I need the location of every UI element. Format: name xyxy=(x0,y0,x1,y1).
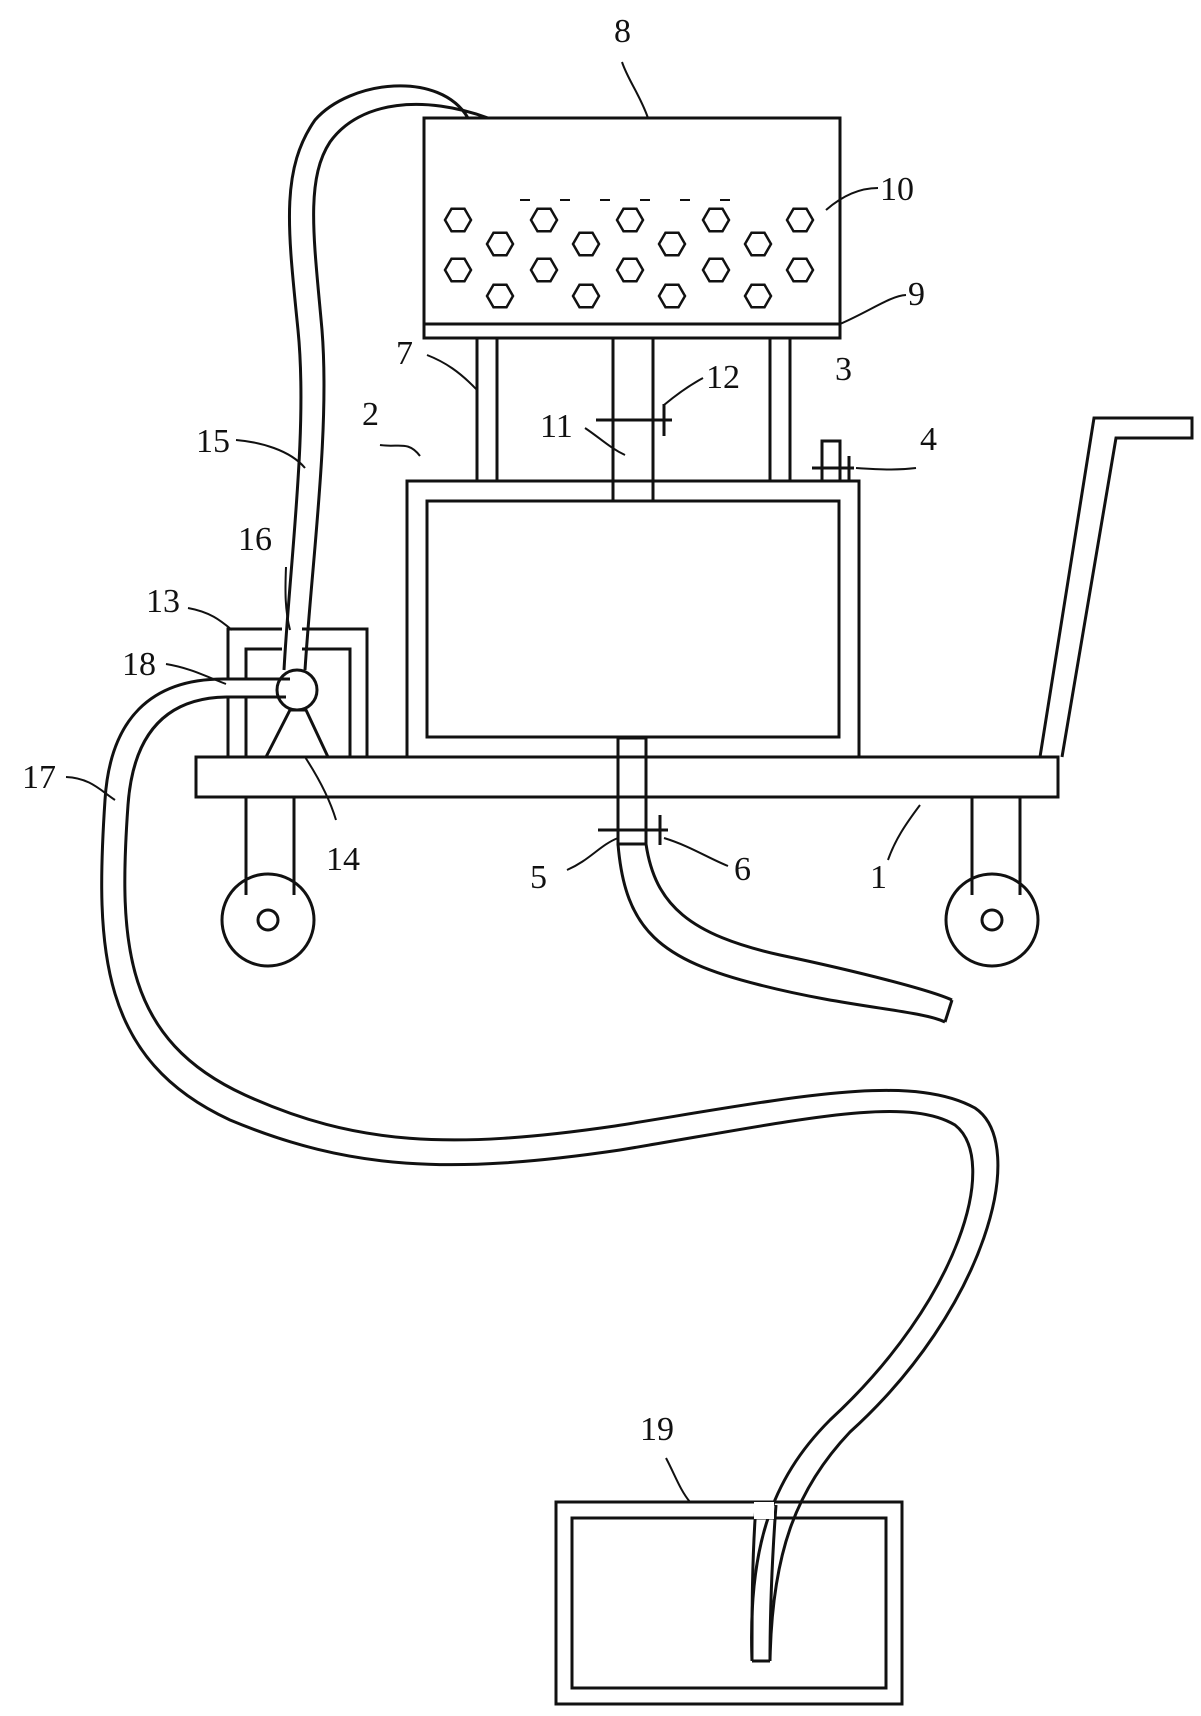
label-8: 8 xyxy=(614,13,631,50)
hex-particle xyxy=(485,231,515,257)
hex-particle xyxy=(701,207,731,233)
hex-particle xyxy=(615,257,645,283)
label-2: 2 xyxy=(362,396,379,433)
connecting-pipe xyxy=(596,336,672,503)
hex-particle xyxy=(529,257,559,283)
hex-particle xyxy=(657,231,687,257)
left-wheel xyxy=(220,797,316,968)
label-14: 14 xyxy=(326,841,360,878)
label-19: 19 xyxy=(640,1411,674,1448)
label-7: 7 xyxy=(396,335,413,372)
reference-numerals: 8 10 9 3 7 12 2 11 4 15 16 13 18 17 14 5… xyxy=(22,13,937,1448)
label-1: 1 xyxy=(870,859,887,896)
hex-particle xyxy=(785,207,815,233)
label-18: 18 xyxy=(122,646,156,683)
label-5: 5 xyxy=(530,859,547,896)
label-3: 3 xyxy=(835,351,852,388)
hex-particle xyxy=(785,257,815,283)
vent-pipe xyxy=(812,439,854,483)
outlet-hose xyxy=(100,677,1000,1663)
inlet-hose xyxy=(282,84,489,671)
hex-particle xyxy=(743,283,773,309)
label-13: 13 xyxy=(146,583,180,620)
label-10: 10 xyxy=(880,171,914,208)
filter-particles xyxy=(443,199,815,309)
top-box xyxy=(422,116,842,340)
right-wheel xyxy=(944,797,1040,968)
hex-particle xyxy=(615,207,645,233)
label-9: 9 xyxy=(908,276,925,313)
collecting-container xyxy=(554,1500,904,1706)
main-tank xyxy=(405,479,861,759)
hex-particle xyxy=(485,283,515,309)
hex-particle xyxy=(571,231,601,257)
leader-lines xyxy=(65,61,921,1503)
label-15: 15 xyxy=(196,423,230,460)
drain-pipe xyxy=(598,736,954,1024)
label-16: 16 xyxy=(238,521,272,558)
label-17: 17 xyxy=(22,759,56,796)
label-12: 12 xyxy=(706,359,740,396)
label-4: 4 xyxy=(920,421,937,458)
hex-particle xyxy=(443,257,473,283)
support-legs xyxy=(475,336,792,483)
cart-handle xyxy=(1038,416,1194,758)
hex-particle xyxy=(657,283,687,309)
label-11: 11 xyxy=(540,408,573,445)
hex-particle xyxy=(529,207,559,233)
hex-particle xyxy=(571,283,601,309)
hex-particle xyxy=(443,207,473,233)
hex-particle xyxy=(743,231,773,257)
hex-particle xyxy=(701,257,731,283)
label-6: 6 xyxy=(734,851,751,888)
